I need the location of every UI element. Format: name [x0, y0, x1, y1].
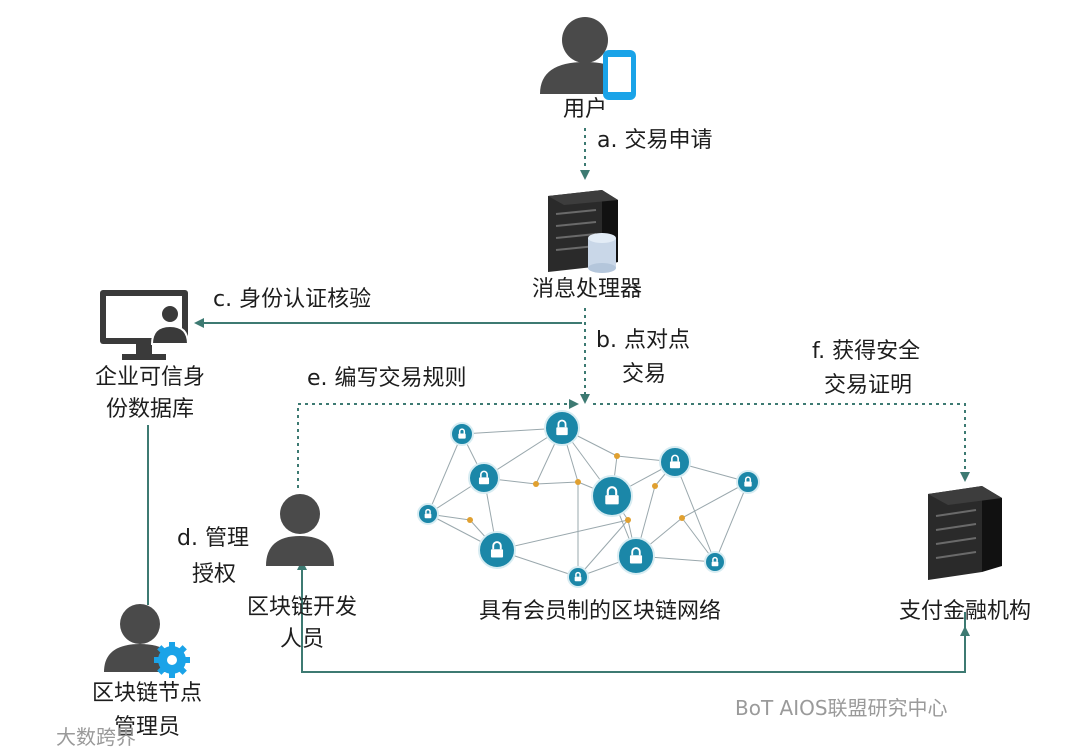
network-junction-dot [679, 515, 685, 521]
label-step-a: a. 交易申请 [597, 128, 713, 153]
network-link [577, 519, 629, 578]
label-user: 用户 [562, 97, 607, 122]
label-message-processor: 消息处理器 [531, 277, 642, 302]
label-identity-db-line2: 份数据库 [105, 397, 194, 422]
network-link [427, 433, 463, 515]
lock-icon [450, 422, 474, 446]
lock-icon [704, 551, 726, 573]
arrow-f-network-to-payment [593, 403, 970, 482]
lock-icon [544, 410, 580, 446]
label-step-b-line1: b. 点对点 [596, 328, 690, 353]
label-step-f-line1: f. 获得安全 [812, 339, 921, 364]
lock-icon [736, 470, 760, 494]
label-identity-db-line1: 企业可信身 [94, 365, 205, 390]
label-node-admin-line1: 区块链节点 [91, 681, 202, 706]
label-developer-line2: 人员 [279, 627, 324, 652]
lock-icon [591, 475, 633, 517]
network-link [681, 481, 749, 519]
network-junction-dot [625, 517, 631, 523]
network-junction-dot [467, 517, 473, 523]
network-link [674, 461, 716, 563]
watermark-right: BoT AIOS联盟研究中心 [735, 696, 948, 720]
label-step-e: e. 编写交易规则 [307, 366, 467, 391]
person-with-phone-icon [540, 17, 636, 100]
network-junction-dot [533, 481, 539, 487]
lock-icon [468, 462, 500, 494]
person-with-gear-icon [104, 604, 190, 678]
label-developer-line1: 区块链开发 [246, 595, 357, 620]
lock-icon [659, 446, 691, 478]
connectors [147, 128, 970, 673]
label-blockchain-network: 具有会员制的区块链网络 [478, 599, 721, 624]
label-step-f-line2: 交易证明 [824, 373, 913, 398]
network-junction-dot [614, 453, 620, 459]
network-junction-dot [575, 479, 581, 485]
label-step-c: c. 身份认证核验 [213, 287, 372, 312]
lock-icon [617, 537, 655, 575]
blockchain-network-graph [417, 410, 760, 588]
label-node-admin-line2: 管理员 [113, 715, 180, 740]
label-step-d-line2: 授权 [192, 562, 237, 587]
network-link [535, 481, 579, 485]
lock-icon [417, 503, 439, 525]
label-step-d-line1: d. 管理 [177, 526, 249, 551]
server-icon [928, 486, 1002, 580]
network-link [714, 481, 749, 563]
arrow-e-developer-to-network [297, 399, 579, 488]
watermark-left: 大数跨界 [56, 725, 136, 749]
person-icon [266, 494, 334, 566]
label-step-b-line2: 交易 [622, 362, 667, 387]
lock-icon [478, 531, 516, 569]
lock-icon [567, 566, 589, 588]
network-link [496, 519, 629, 551]
monitor-with-person-icon [100, 290, 190, 360]
label-payment-institution: 支付金融机构 [898, 599, 1031, 624]
server-with-database-icon [548, 190, 618, 273]
network-junction-dot [652, 483, 658, 489]
